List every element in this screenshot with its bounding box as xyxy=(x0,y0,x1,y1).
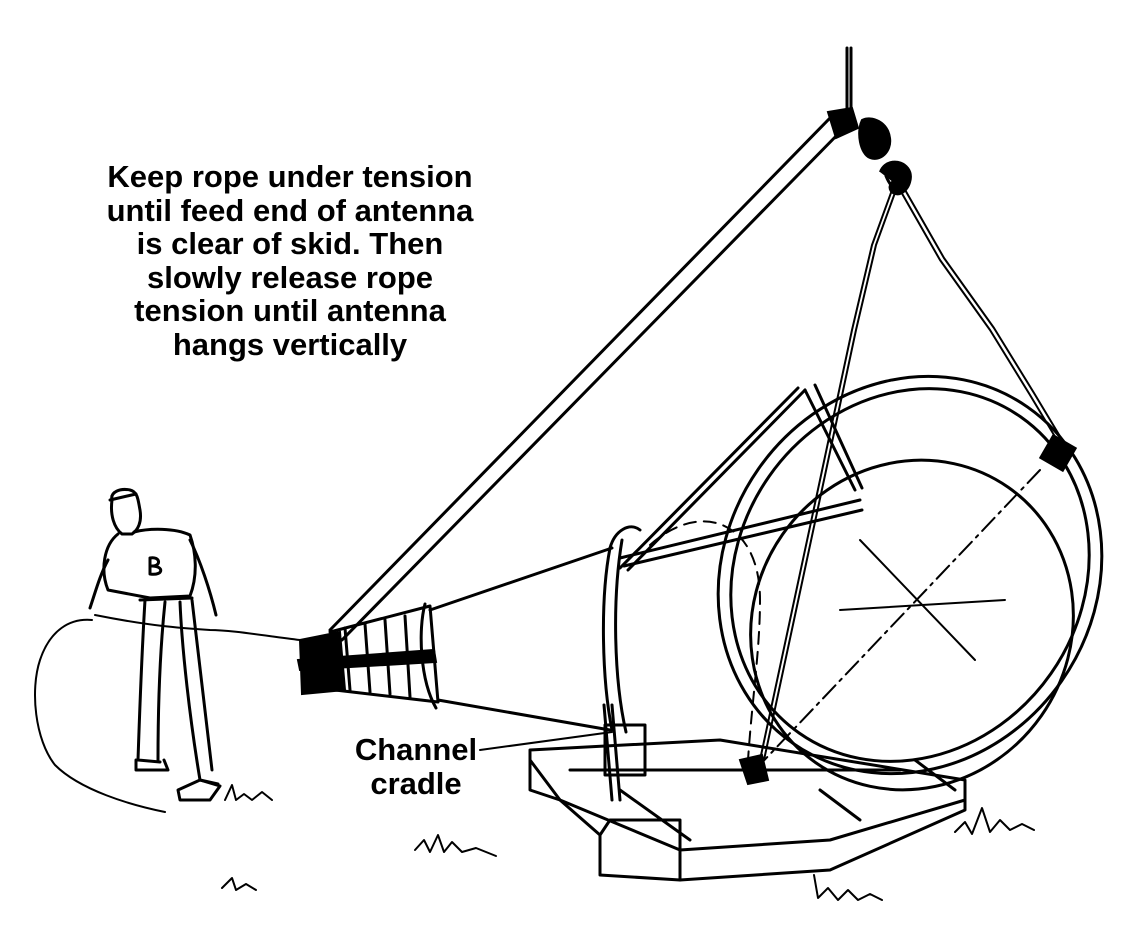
channel-cradle-label: Channel cradle xyxy=(336,733,496,801)
instruction-line: is clear of skid. Then xyxy=(136,226,444,261)
instruction-line: Keep rope under tension xyxy=(107,159,473,194)
callout-line: Channel xyxy=(354,732,478,767)
instruction-line: tension until antenna xyxy=(134,293,446,328)
instruction-line: slowly release rope xyxy=(146,259,434,295)
callout-line: cradle xyxy=(370,766,462,801)
instruction-line: until feed end of antenna xyxy=(106,192,474,228)
instruction-text: Keep rope under tension until feed end o… xyxy=(60,160,520,361)
person-figure xyxy=(88,488,222,802)
callout-leader xyxy=(479,731,613,751)
grass-tufts xyxy=(221,784,1035,901)
horn-antenna xyxy=(296,525,642,734)
reflector-dish xyxy=(618,374,1104,792)
crane-hook xyxy=(826,46,912,196)
wooden-skid xyxy=(528,703,967,882)
lift-slings xyxy=(759,187,1065,761)
instruction-line: hangs vertically xyxy=(172,326,408,362)
tag-rope xyxy=(94,614,301,641)
boulder xyxy=(34,618,166,813)
spreader-pole xyxy=(328,116,844,642)
